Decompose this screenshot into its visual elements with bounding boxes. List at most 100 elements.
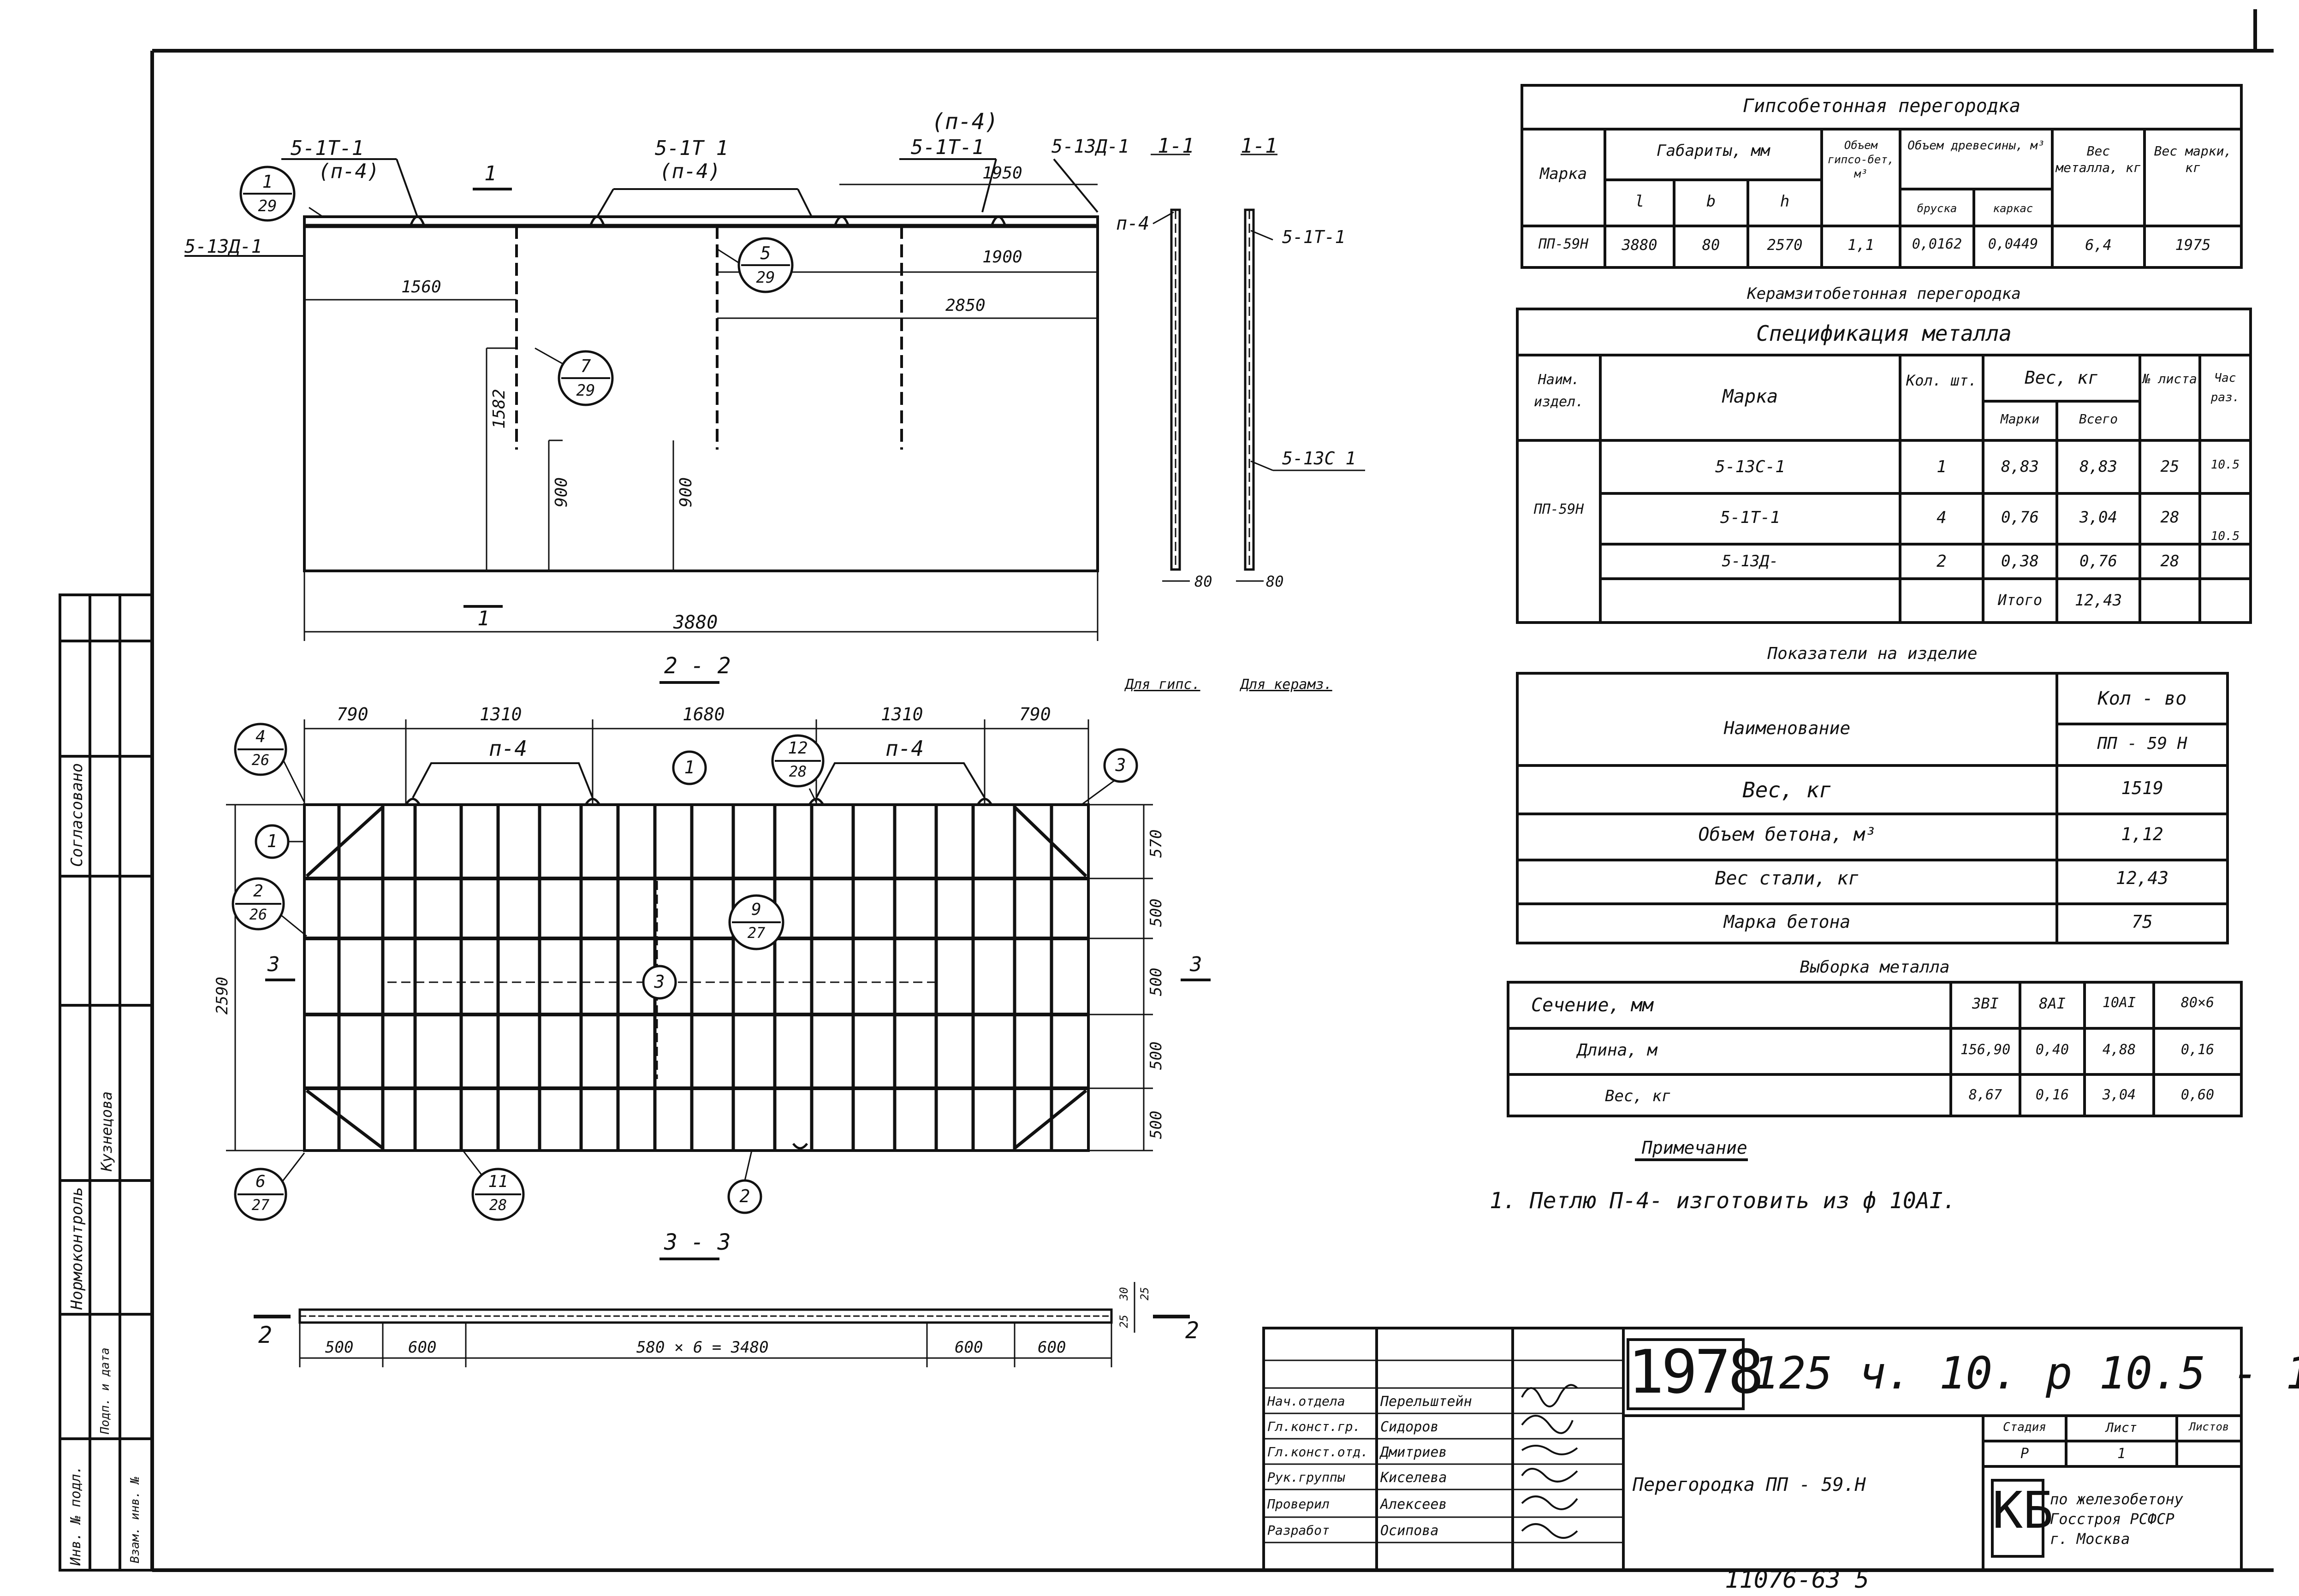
gypsum-hdr-beam: бруска xyxy=(1917,202,1957,215)
dim-2850: 2850 xyxy=(945,296,986,315)
left-stamp-sign: Подп. и дата xyxy=(98,1347,112,1434)
indicators-hdr-name: Наименование xyxy=(1723,718,1851,738)
sec-dim-600-a: 600 xyxy=(408,1338,437,1357)
spec-hdr-weight: Вес, кг xyxy=(2024,368,2099,388)
sec-dim-600-c: 600 xyxy=(1038,1338,1066,1357)
gypsum-row-b: 80 xyxy=(1702,236,1720,254)
stamp-sheet-label: Лист xyxy=(2106,1420,2137,1435)
spec-row-1-sheet: 25 xyxy=(2160,457,2180,476)
gypsum-hdr-h: h xyxy=(1780,192,1790,211)
spec-row-3-sheet: 28 xyxy=(2160,552,2180,570)
plan-dim-1310-b: 1310 xyxy=(881,704,923,724)
left-stamp-inv: Инв. № подл. xyxy=(68,1465,84,1566)
callout-5-den: 29 xyxy=(756,268,775,287)
callout-7-den: 29 xyxy=(576,381,595,400)
indicators-title: Показатели на изделие xyxy=(1767,644,1978,663)
spec-row-2-qty: 4 xyxy=(1937,508,1947,527)
sec-side-25-b: 25 xyxy=(1138,1287,1151,1300)
sample-row-length-label: Длина, м xyxy=(1577,1041,1657,1060)
indicators-hdr-qty: Кол - во xyxy=(2097,688,2187,709)
role-1: Нач.отдела xyxy=(1267,1394,1345,1409)
name-3: Дмитриев xyxy=(1380,1444,1447,1460)
plan-callout-9-den: 27 xyxy=(747,924,766,942)
loop-label-c: (п-4) xyxy=(932,109,998,135)
name-2: Сидоров xyxy=(1380,1419,1439,1435)
plan-callout-2-num: 2 xyxy=(253,882,263,901)
gypsum-hdr-mark: Марка xyxy=(1539,165,1587,183)
plan-callout-2-den: 26 xyxy=(249,906,267,923)
stamp-org: по железобетону Госстроя РСФСР г. Москва xyxy=(2050,1490,2183,1548)
spec-row-1-wmark: 8,83 xyxy=(2001,457,2039,476)
indicator-volume-value: 1,12 xyxy=(2121,824,2163,844)
indicator-weight-value: 1519 xyxy=(2121,778,2163,798)
gypsum-hdr-markweight: Вес марки, кг xyxy=(2154,143,2232,176)
spec-title: Спецификация металла xyxy=(1756,321,2012,346)
gypsum-hdr-l: l xyxy=(1634,192,1645,211)
stamp-title: Перегородка ПП - 59.Н xyxy=(1633,1474,1866,1495)
sec-end-2-left: 2 xyxy=(258,1322,273,1348)
gypsum-row-vol: 1,1 xyxy=(1848,236,1874,254)
sec-dim-500: 500 xyxy=(325,1338,354,1357)
left-stamp-normcontrol: Нормоконтроль xyxy=(68,1187,86,1310)
sample-length-80x6: 0,16 xyxy=(2180,1042,2215,1058)
spec-hdr-qty: Кол. шт. xyxy=(1906,372,1978,389)
sec-side-25-a: 25 xyxy=(1117,1315,1130,1328)
sample-weight-3bi: 8,67 xyxy=(1968,1087,2002,1103)
sec-dim-580x6: 580 × 6 = 3480 xyxy=(636,1338,769,1357)
plan-right-dim-570: 570 xyxy=(1147,829,1165,858)
plan-callout-11-num: 11 xyxy=(488,1172,508,1191)
spec-hdr-item: Наим. издел. xyxy=(1533,372,1584,410)
plan-callout-6-num: 6 xyxy=(255,1172,266,1191)
indicator-steel-value: 12,43 xyxy=(2115,868,2169,888)
indicators-hdr-mark: ПП - 59 Н xyxy=(2097,734,2187,753)
gypsum-hdr-vol: Объем гипсо-бет, м³ xyxy=(1827,139,1895,181)
gypsum-hdr-metal: Вес металла, кг xyxy=(2055,143,2141,176)
plan-loop-label-b: п-4 xyxy=(885,736,924,761)
section-1-1-gyps: 1-1 xyxy=(1158,134,1194,158)
gypsum-row-l: 3880 xyxy=(1622,236,1657,254)
mark-5-1t-1-c: 5-1Т-1 xyxy=(911,136,984,159)
plan-dim-1310-a: 1310 xyxy=(480,704,522,724)
dim-900-a: 900 xyxy=(552,477,571,507)
spec-hdr-weight-total: Всего xyxy=(2079,411,2118,427)
plan-dim-790-a: 790 xyxy=(337,704,368,724)
stamp-sheet: 1 xyxy=(2117,1446,2126,1462)
indicator-concrete-label: Марка бетона xyxy=(1723,912,1851,932)
dim-3880: 3880 xyxy=(673,612,718,633)
plan-callout-11-den: 28 xyxy=(489,1196,507,1214)
role-5: Проверил xyxy=(1267,1496,1330,1512)
callout-5-num: 5 xyxy=(760,243,771,263)
spec-row-3-part: 10.5 xyxy=(2210,529,2240,543)
footer-number: 11076-63 5 xyxy=(1725,1566,1870,1594)
left-stamp-name: Кузнецова xyxy=(98,1091,115,1171)
dim-80-gyps: 80 xyxy=(1194,573,1212,590)
sec-side-30: 30 xyxy=(1117,1287,1130,1300)
spec-row-3-wmark: 0,38 xyxy=(2001,552,2039,570)
stamp-logo: КБ xyxy=(1992,1481,2054,1540)
spec-row-1-wtotal: 8,83 xyxy=(2079,457,2117,476)
sample-title: Выборка металла xyxy=(1800,958,1950,977)
plan-title: 2 - 2 xyxy=(664,653,731,679)
spec-total-value: 12,43 xyxy=(2074,591,2122,610)
left-stamp-agreed: Согласовано xyxy=(68,763,86,867)
dim-900-b: 900 xyxy=(677,477,695,507)
gypsum-hdr-b: b xyxy=(1706,192,1716,211)
role-2: Гл.конст.гр. xyxy=(1267,1419,1361,1434)
label-for-keramz: Для керамз. xyxy=(1241,676,1332,693)
callout-1-den: 29 xyxy=(258,197,277,215)
spec-item: ПП-59Н xyxy=(1533,501,1584,517)
mark-5-1t-1-side: 5-1Т-1 xyxy=(1282,227,1346,247)
plan-right-dim-500-b: 500 xyxy=(1147,967,1165,996)
plan-callout-6-den: 27 xyxy=(251,1196,270,1214)
note-title: Примечание xyxy=(1642,1138,1747,1158)
gypsum-row-mark: ПП-59Н xyxy=(1538,236,1589,252)
sample-hdr-3bi: 3ВI xyxy=(1972,995,1999,1012)
left-stamp-replace: Взам. инв. № xyxy=(128,1477,142,1563)
spec-total-label: Итого xyxy=(1997,591,2043,609)
plan-callout-12-num: 12 xyxy=(788,739,808,758)
stamp-stage: Р xyxy=(2020,1446,2029,1462)
plan-dim-1680: 1680 xyxy=(683,704,725,724)
name-4: Киселева xyxy=(1380,1470,1447,1486)
gypsum-row-frame: 0,0449 xyxy=(1988,236,2038,252)
